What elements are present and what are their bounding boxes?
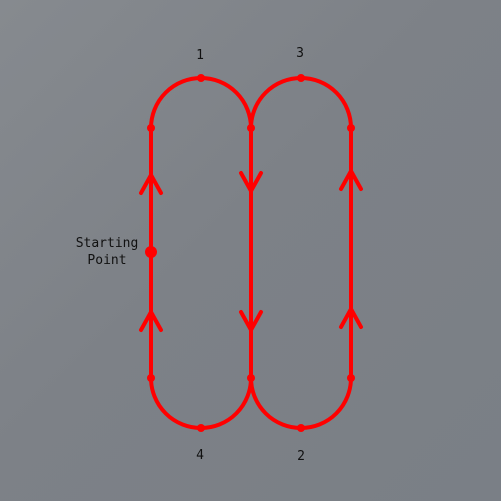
arrow-down-icon [239, 310, 263, 332]
turn-label-3: 3 [296, 46, 304, 61]
turn-label-4: 4 [196, 448, 204, 463]
joint-dot [347, 374, 355, 382]
joint-dot [347, 124, 355, 132]
starting-point-marker [145, 246, 157, 258]
right-loop-bottom-arc [249, 376, 353, 430]
arrow-up-icon [139, 310, 163, 332]
arrow-up-icon [339, 169, 363, 191]
apex-dot [197, 74, 205, 82]
apex-dot [197, 424, 205, 432]
joint-dot [247, 124, 255, 132]
starting-point-label-line1: Starting [76, 236, 139, 251]
arrow-up-icon [139, 173, 163, 195]
left-loop-top-arc [149, 76, 253, 130]
right-loop-top-arc [249, 76, 353, 130]
starting-point-label-line2: Point [87, 253, 126, 268]
joint-dots [145, 74, 355, 432]
apex-dot [297, 424, 305, 432]
turn-label-2: 2 [297, 449, 305, 464]
joint-dot [247, 374, 255, 382]
joint-dot [147, 124, 155, 132]
arrow-down-icon [239, 171, 263, 193]
apex-dot [297, 74, 305, 82]
joint-dot [147, 374, 155, 382]
turn-label-1: 1 [196, 48, 204, 63]
left-loop-bottom-arc [149, 376, 253, 430]
arrow-up-icon [339, 307, 363, 329]
